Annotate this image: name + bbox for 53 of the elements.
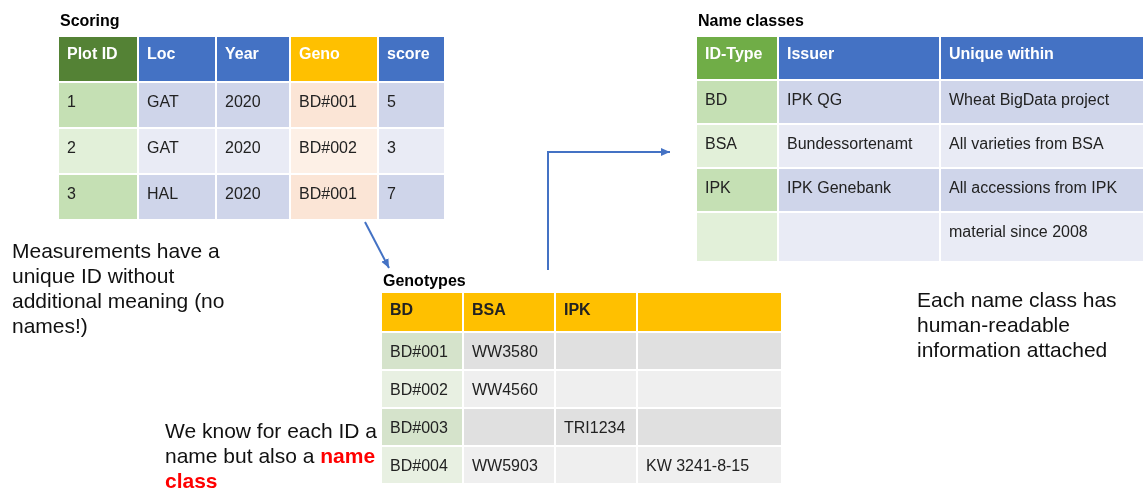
table-cell: BD#003 — [381, 408, 463, 446]
table-cell: 7 — [378, 174, 445, 220]
table-title: Scoring — [60, 12, 120, 30]
table-cell: All accessions from IPK — [940, 168, 1144, 212]
table-cell: Bundessortenamt — [778, 124, 940, 168]
table-cell: BD#002 — [381, 370, 463, 408]
table-cell: 1 — [58, 82, 138, 128]
table-cell: 2020 — [216, 174, 290, 220]
table-cell: 3 — [58, 174, 138, 220]
table-cell: WW3580 — [463, 332, 555, 370]
table-cell: BD#001 — [290, 82, 378, 128]
note-text: Measurements have a unique ID without additional meaning (no names!) — [12, 238, 226, 338]
table-cell: 2020 — [216, 128, 290, 174]
table-cell: BD — [696, 80, 778, 124]
table-cell: BD#001 — [381, 332, 463, 370]
table-cell: HAL — [138, 174, 216, 220]
table-cell: 3 — [378, 128, 445, 174]
note-text: We know for each ID a name but also a name class — [165, 418, 379, 493]
table-cell: 2 — [58, 128, 138, 174]
header-cell: score — [378, 36, 445, 82]
table-cell: WW5903 — [463, 446, 555, 484]
table-cell: BD#004 — [381, 446, 463, 484]
table-cell: 5 — [378, 82, 445, 128]
header-cell: ID-Type — [696, 36, 778, 80]
table-cell: IPK Genebank — [778, 168, 940, 212]
header-cell: BD — [381, 292, 463, 332]
table-cell: BD#002 — [290, 128, 378, 174]
header-cell: Year — [216, 36, 290, 82]
table-cell: All varieties from BSA — [940, 124, 1144, 168]
table-cell: IPK QG — [778, 80, 940, 124]
table-cell: GAT — [138, 128, 216, 174]
header-cell: IPK — [555, 292, 637, 332]
table-cell: 2020 — [216, 82, 290, 128]
note-text: Each name class has human-readable information attached — [917, 287, 1118, 362]
table-title: Name classes — [698, 12, 804, 30]
header-cell: Unique within — [940, 36, 1144, 80]
arrow — [547, 148, 671, 271]
header-cell: Plot ID — [58, 36, 138, 82]
header-cell: Issuer — [778, 36, 940, 80]
table-cell: BD#001 — [290, 174, 378, 220]
table-cell: IPK — [696, 168, 778, 212]
table-cell: KW 3241-8-15 — [637, 446, 782, 484]
header-cell: BSA — [463, 292, 555, 332]
table-cell: WW4560 — [463, 370, 555, 408]
table-cell: TRI1234 — [555, 408, 637, 446]
arrow — [364, 221, 390, 269]
header-cell: Loc — [138, 36, 216, 82]
table-cell: Wheat BigData project — [940, 80, 1144, 124]
table-cell: BSA — [696, 124, 778, 168]
table-title: Genotypes — [383, 272, 466, 290]
table-cell: GAT — [138, 82, 216, 128]
table-cell: material since 2008 — [940, 212, 1144, 262]
header-cell: Geno — [290, 36, 378, 82]
